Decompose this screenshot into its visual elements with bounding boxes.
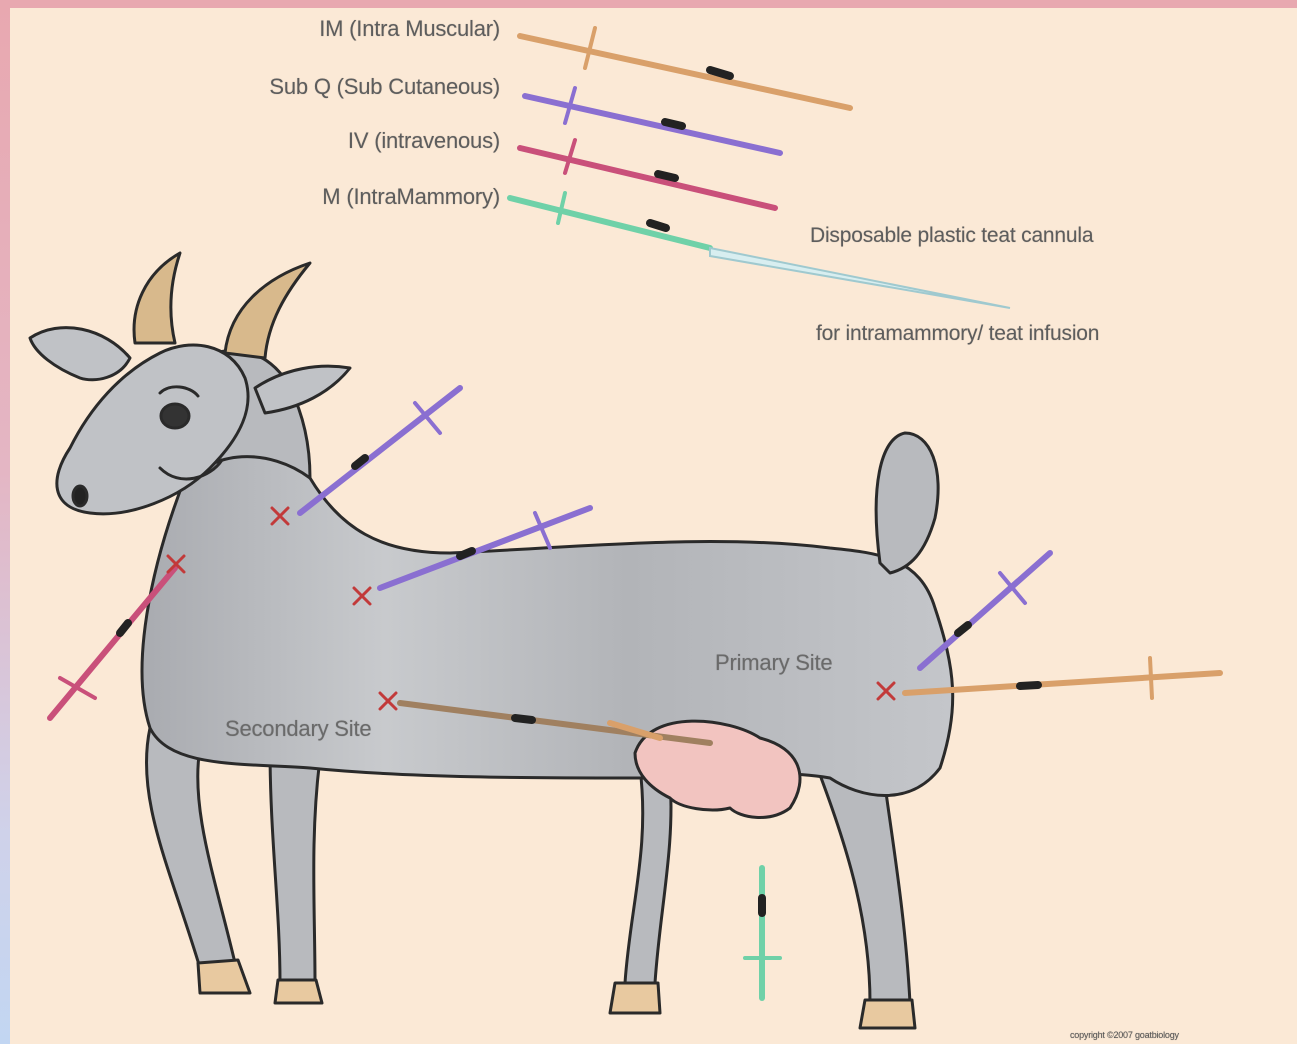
goat-hoof [610,983,660,1013]
syringe-subq-icon [920,553,1050,668]
goat-hoof [198,960,250,993]
legend-label-m: M (IntraMammory) [80,184,500,210]
legend-label-subq: Sub Q (Sub Cutaneous) [80,74,500,100]
primary-site-label: Primary Site [715,650,832,676]
diagram-canvas: IM (Intra Muscular) Sub Q (Sub Cutaneous… [10,8,1297,1044]
legend-label-im: IM (Intra Muscular) [80,16,500,42]
goat-nose [73,486,87,506]
goat-front-leg-right [270,748,320,983]
goat-injection-diagram [10,8,1297,1044]
goat-horn-right [225,263,310,358]
goat-tail [876,433,938,573]
syringe-m-icon [510,193,710,248]
teat-cannula-icon [710,248,1010,308]
cannula-label-line1: Disposable plastic teat cannula [810,224,1093,248]
syringe-iv-icon [520,140,775,208]
copyright-notice: copyright ©2007 goatbiology [1070,1030,1179,1040]
goat-back-leg-left [625,768,671,983]
legend-syringes [510,28,1010,308]
secondary-site-label: Secondary Site [225,716,371,742]
legend-label-iv: IV (intravenous) [80,128,500,154]
goat-ear-left [30,328,130,380]
syringe-subq-icon [525,88,780,153]
syringe-subq-icon [300,388,460,513]
goat-illustration [30,253,953,1028]
goat-body [142,444,953,795]
goat-eye [161,404,189,428]
syringe-im-icon [520,28,850,108]
goat-hoof [860,1000,915,1028]
goat-hoof [275,980,322,1003]
cannula-label-line2: for intramammory/ teat infusion [816,322,1099,346]
syringe-m-icon [745,868,780,998]
goat-horn-left [134,253,180,343]
